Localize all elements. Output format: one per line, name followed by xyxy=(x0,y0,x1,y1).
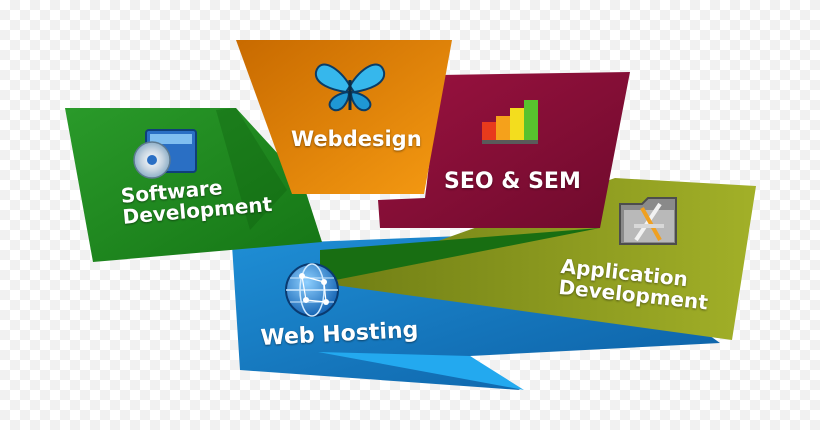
bar-chart-icon xyxy=(482,100,538,144)
dark-green-fold xyxy=(320,228,600,283)
software-box-icon xyxy=(133,129,197,179)
butterfly-icon xyxy=(314,63,386,112)
seo-sem-label: SEO & SEM xyxy=(444,170,581,193)
webdesign-label-line: Webdesign xyxy=(291,127,422,151)
green-panel xyxy=(65,108,322,262)
application-folder-icon xyxy=(619,197,677,245)
webdesign-label: Webdesign xyxy=(291,128,422,150)
orange-panel xyxy=(236,40,452,194)
blue-panel-tail xyxy=(318,352,524,390)
maroon-panel xyxy=(378,72,630,228)
green-shadow xyxy=(216,108,287,230)
globe-network-icon xyxy=(285,263,339,317)
seo-sem-label-line: SEO & SEM xyxy=(444,169,581,194)
